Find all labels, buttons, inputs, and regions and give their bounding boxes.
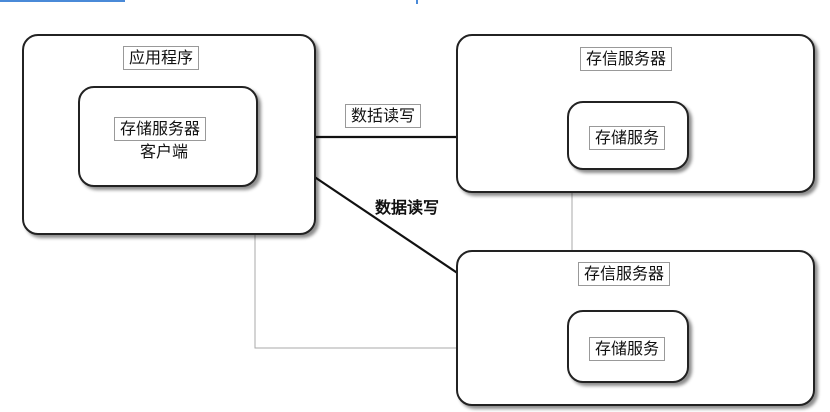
service-box-bottom <box>567 310 689 383</box>
top-accent-bar <box>0 0 125 2</box>
service-bottom-label: 存储服务 <box>589 337 666 361</box>
edge-label-diagonal: 数据读写 <box>375 198 440 217</box>
application-title: 应用程序 <box>123 46 200 70</box>
server-top-title: 存信服务器 <box>580 47 673 71</box>
server-bottom-title: 存信服务器 <box>578 262 671 286</box>
storage-client-subtitle: 客户端 <box>140 142 189 161</box>
storage-client-box <box>78 86 258 187</box>
service-top-label: 存储服务 <box>589 126 666 150</box>
top-accent-tick <box>416 0 418 4</box>
edge-label-top: 数括读写 <box>345 104 422 128</box>
storage-client-title: 存储服务器 <box>114 117 207 141</box>
service-box-top <box>567 101 689 170</box>
